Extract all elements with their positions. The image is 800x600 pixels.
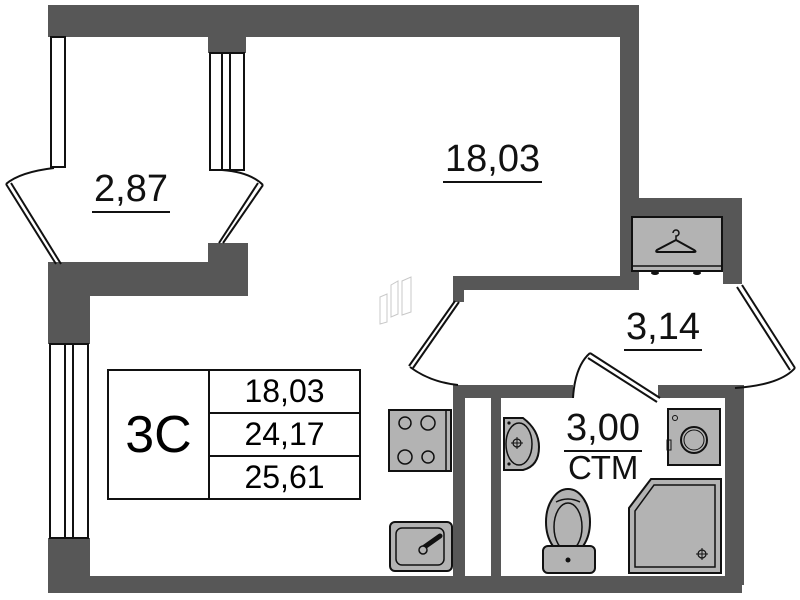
room-area-balcony: 2,87 — [92, 168, 170, 213]
bathroom-area-value: 3,00 — [564, 407, 642, 452]
walls — [48, 5, 744, 593]
wardrobe-icon — [631, 216, 723, 275]
toilet-icon — [542, 488, 596, 574]
watermark-logo-icon — [379, 276, 412, 325]
balcony-outline — [5, 167, 264, 265]
washing-machine-icon — [666, 408, 721, 466]
stove-icon — [388, 409, 452, 472]
bathroom-type-label: СТМ — [568, 449, 639, 486]
living-room-area-value: 18,03 — [443, 138, 543, 183]
balcony-area-value: 2,87 — [92, 168, 170, 213]
kitchen-sink-icon — [389, 521, 453, 572]
summary-values: 18,03 24,17 25,61 — [210, 371, 359, 498]
living-area-value: 18,03 — [210, 371, 359, 414]
total-area-value: 24,17 — [210, 414, 359, 457]
washbasin-icon — [503, 417, 541, 471]
total-area-with-balcony-value: 25,61 — [244, 459, 325, 495]
room-area-hallway: 3,14 — [624, 306, 702, 351]
hallway-area-value: 3,14 — [624, 306, 702, 351]
apartment-summary-table: 3C 18,03 24,17 25,61 — [107, 369, 361, 500]
hallway-openings — [408, 284, 796, 403]
room-area-living-room: 18,03 — [443, 138, 543, 183]
shower-tray-icon — [628, 478, 722, 574]
room-area-bathroom: 3,00 — [564, 407, 642, 452]
unit-type-code: 3C — [109, 371, 210, 498]
